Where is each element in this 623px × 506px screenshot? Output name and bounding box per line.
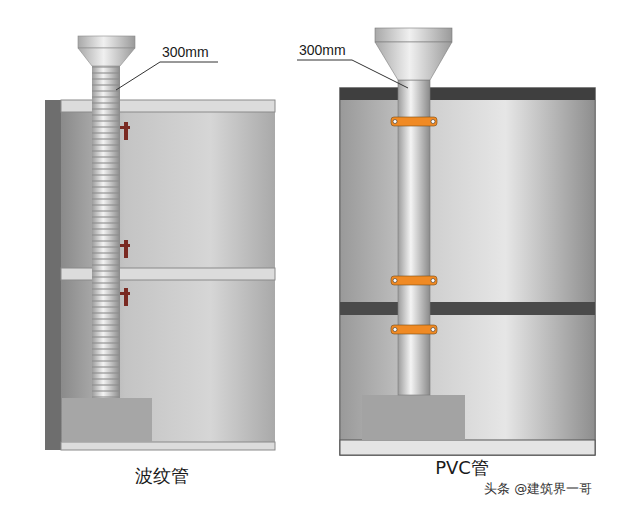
figure-caption: 波纹管 — [135, 466, 189, 486]
floor-slab — [340, 440, 595, 455]
leader-line — [116, 62, 160, 90]
leader-line — [352, 60, 408, 88]
building-outline — [340, 88, 595, 455]
dimension-label: 300mm — [162, 45, 209, 60]
floor-slab — [61, 442, 275, 450]
funnel — [375, 28, 452, 42]
leader-line — [297, 60, 352, 61]
funnel — [375, 42, 452, 80]
corrugated-pipe — [92, 66, 120, 398]
base-block — [62, 398, 152, 442]
pvc-pipe — [398, 80, 430, 395]
room — [341, 100, 594, 302]
floor-slab — [340, 302, 595, 315]
figure-caption: PVC管 — [435, 458, 489, 478]
dimension-label: 300mm — [299, 43, 346, 58]
funnel — [78, 36, 135, 48]
pipe-bracket — [120, 122, 130, 306]
leader-line — [160, 62, 218, 63]
funnel — [78, 48, 135, 66]
pipe-clamp — [391, 117, 437, 334]
wall — [45, 100, 61, 450]
base-block — [362, 395, 465, 440]
room — [341, 315, 594, 440]
watermark: 头条 @建筑界一哥 — [484, 482, 592, 496]
floor-slab — [340, 88, 595, 100]
